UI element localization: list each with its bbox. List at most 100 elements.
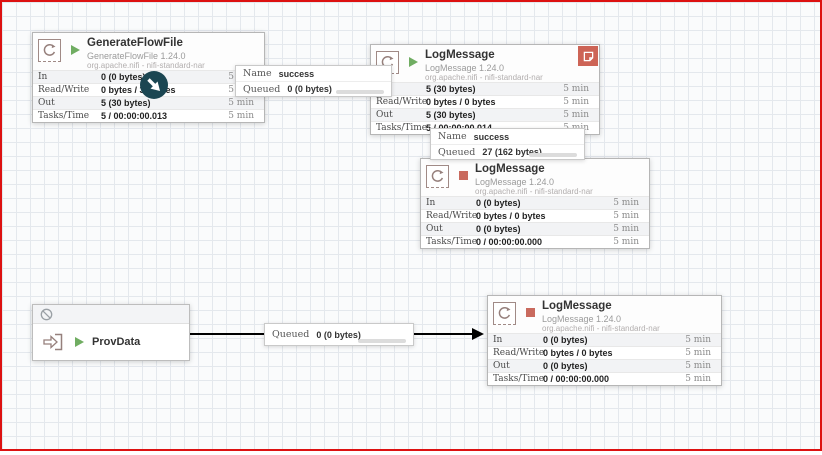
stat-window: 5 min — [563, 110, 589, 120]
run-state-stopped-icon — [526, 308, 535, 317]
connection-name-row: Name success — [236, 66, 391, 81]
processor-title: LogMessage — [475, 163, 545, 175]
queue-size-bar — [529, 153, 577, 157]
sticky-note-icon — [583, 51, 593, 61]
stat-value: 0 bytes / 30 bytes — [101, 85, 176, 95]
connection-name-key: Name — [438, 131, 467, 142]
stat-value: 5 (30 bytes) — [426, 110, 476, 120]
port-name: ProvData — [92, 336, 141, 348]
stat-row-tasks: Tasks/Time 5 / 00:00:00.013 5 min — [33, 109, 264, 122]
stat-window: 5 min — [685, 361, 711, 371]
stat-value: 5 / 00:00:00.013 — [101, 111, 168, 121]
stat-row-in: In 5 (30 bytes) 5 min — [371, 82, 599, 95]
stat-window: 5 min — [228, 98, 254, 108]
stat-window: 5 min — [613, 198, 639, 208]
stat-row-out: Out 5 (30 bytes) 5 min — [371, 108, 599, 121]
processor-logmessage-1[interactable]: LogMessage LogMessage 1.24.0 org.apache.… — [370, 44, 600, 135]
stat-window: 5 min — [685, 348, 711, 358]
processor-logmessage-3[interactable]: LogMessage LogMessage 1.24.0 org.apache.… — [487, 295, 722, 386]
stat-label: Out — [38, 98, 55, 108]
processor-header: LogMessage LogMessage 1.24.0 org.apache.… — [421, 159, 649, 196]
stat-window: 5 min — [685, 374, 711, 384]
processor-gear-icon — [493, 302, 516, 325]
stat-value: 5 (30 bytes) — [101, 98, 151, 108]
stat-label: Out — [426, 224, 443, 234]
port-body: ProvData — [33, 324, 189, 360]
processor-header: GenerateFlowFile GenerateFlowFile 1.24.0… — [33, 33, 264, 70]
connection-queued-value: 27 (162 bytes) — [482, 147, 542, 157]
connection-label-success-1[interactable]: Name success Queued 0 (0 bytes) — [235, 65, 392, 97]
cursor-arrow-icon — [140, 71, 168, 99]
stat-value: 0 bytes / 0 bytes — [426, 97, 496, 107]
stat-window: 5 min — [685, 335, 711, 345]
processor-title: GenerateFlowFile — [87, 37, 183, 49]
processor-logmessage-2[interactable]: LogMessage LogMessage 1.24.0 org.apache.… — [420, 158, 650, 249]
stat-value: 0 (0 bytes) — [476, 198, 521, 208]
stat-row-in: In 0 (0 bytes) 5 min — [488, 333, 721, 346]
processor-bundle: org.apache.nifi - nifi-standard-nar — [542, 324, 660, 333]
queue-size-bar — [336, 90, 384, 94]
connection-queued-row: Queued 27 (162 bytes) — [431, 144, 584, 159]
run-state-running-icon — [409, 57, 418, 67]
processor-gear-icon — [38, 39, 61, 62]
stat-label: Read/Write — [38, 85, 90, 95]
stat-row-readwrite: Read/Write 0 bytes / 0 bytes 5 min — [488, 346, 721, 359]
bulletin-badge[interactable] — [578, 46, 598, 66]
processor-type-version: GenerateFlowFile 1.24.0 — [87, 50, 186, 61]
connection-name-value: success — [473, 131, 510, 142]
connection-queued-key: Queued — [438, 146, 476, 158]
stat-value: 0 (0 bytes) — [543, 335, 588, 345]
processor-header: LogMessage LogMessage 1.24.0 org.apache.… — [371, 45, 599, 82]
stat-value: 0 / 00:00:00.000 — [476, 237, 543, 247]
stat-row-tasks: Tasks/Time 0 / 00:00:00.000 5 min — [421, 235, 649, 248]
connection-queued-row: Queued 0 (0 bytes) — [236, 81, 391, 96]
input-port-provdata[interactable]: ProvData — [32, 304, 190, 361]
connection-queued-value: 0 (0 bytes) — [316, 329, 361, 340]
connection-arrowhead-icon — [472, 328, 484, 340]
connection-name-key: Name — [243, 68, 272, 79]
connection-queued-value: 0 (0 bytes) — [287, 84, 332, 94]
stat-window: 5 min — [563, 84, 589, 94]
processor-type-version: LogMessage 1.24.0 — [475, 176, 555, 187]
cursor-overlay — [139, 70, 169, 105]
processor-bundle: org.apache.nifi - nifi-standard-nar — [425, 73, 543, 82]
stat-label: Tasks/Time — [38, 111, 90, 121]
processor-gear-icon — [426, 165, 449, 188]
stat-label: Tasks/Time — [426, 237, 478, 247]
transmission-disabled-icon — [40, 308, 53, 320]
stat-value: 0 / 00:00:00.000 — [543, 374, 610, 384]
stat-window: 5 min — [613, 237, 639, 247]
stat-label: In — [38, 72, 48, 82]
stat-label: Read/Write — [426, 211, 478, 221]
stat-value: 5 (30 bytes) — [426, 84, 476, 94]
processor-bundle: org.apache.nifi - nifi-standard-nar — [87, 61, 205, 70]
stat-label: Tasks/Time — [493, 374, 545, 384]
stat-row-tasks: Tasks/Time 0 / 00:00:00.000 5 min — [488, 372, 721, 385]
connection-label-port[interactable]: Queued 0 (0 bytes) — [264, 323, 414, 346]
processor-type-version: LogMessage 1.24.0 — [542, 313, 622, 324]
stat-row-out: Out 0 (0 bytes) 5 min — [488, 359, 721, 372]
connection-label-success-2[interactable]: Name success Queued 27 (162 bytes) — [430, 128, 585, 160]
stat-window: 5 min — [228, 111, 254, 121]
stat-value: 0 (0 bytes) — [101, 72, 146, 82]
stat-window: 5 min — [613, 224, 639, 234]
processor-bundle: org.apache.nifi - nifi-standard-nar — [475, 187, 593, 196]
stat-label: Read/Write — [376, 97, 428, 107]
processor-title: LogMessage — [542, 300, 612, 312]
stat-window: 5 min — [563, 97, 589, 107]
stat-label: Tasks/Time — [376, 123, 428, 133]
stat-value: 0 bytes / 0 bytes — [543, 348, 613, 358]
run-state-running-icon — [75, 337, 84, 347]
run-state-stopped-icon — [459, 171, 468, 180]
processor-title: LogMessage — [425, 49, 495, 61]
connection-queued-key: Queued — [272, 329, 310, 340]
processor-header: LogMessage LogMessage 1.24.0 org.apache.… — [488, 296, 721, 333]
stat-value: 0 (0 bytes) — [476, 224, 521, 234]
connection-name-value: success — [278, 68, 315, 79]
stat-value: 0 bytes / 0 bytes — [476, 211, 546, 221]
stat-label: Read/Write — [493, 348, 545, 358]
stat-window: 5 min — [613, 211, 639, 221]
stat-label: In — [493, 335, 503, 345]
connection-name-row: Name success — [431, 129, 584, 144]
